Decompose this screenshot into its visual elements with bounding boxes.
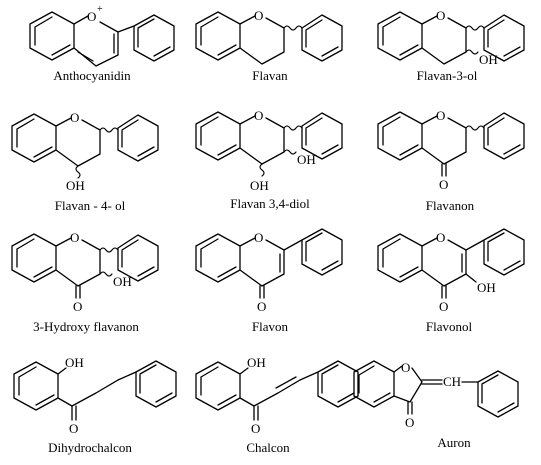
structure-flavanon: O O [377,108,525,192]
structure-3-hydroxy-flavanon: O OH O [11,230,159,314]
carbonyl-oxygen-label: O [439,299,448,314]
caption-flavan: Flavan [252,68,288,83]
hydroxyl-label-4: OH [250,178,269,193]
methine-label: CH [443,374,461,389]
carbonyl-oxygen-label: O [251,421,260,436]
hydroxyl-label: OH [65,355,84,370]
hydroxyl-label: OH [66,178,85,193]
caption-flavan-4-ol: Flavan - 4- ol [55,198,126,213]
structure-flavan-3-ol: O OH [377,8,525,67]
structure-flavon: O O [195,228,343,314]
oxygen-label: O [254,230,263,245]
caption-dihydrochalcon: Dihydrochalcon [48,440,132,455]
caption-flavan-3-4-diol: Flavan 3,4-diol [230,196,310,211]
caption-flavan-3-ol: Flavan-3-ol [417,68,478,83]
structure-flavonol: O OH O [377,228,525,314]
structure-chalcon: OH O [195,355,359,436]
caption-flavon: Flavon [252,319,289,334]
oxygen-label: O [87,9,96,24]
hydroxyl-label: OH [477,280,496,295]
carbonyl-oxygen-label: O [439,177,448,192]
oxygen-label: O [436,108,445,123]
structure-flavan-3-4-diol: O OH OH [195,108,343,193]
structure-flavan: O [195,8,343,65]
caption-auron: Auron [437,435,471,450]
caption-flavonol: Flavonol [426,319,473,334]
carbonyl-oxygen-label: O [69,421,78,436]
carbonyl-oxygen-label: O [257,299,266,314]
oxygen-label: O [254,108,263,123]
charge-label: + [97,4,103,15]
hydroxyl-label-3: OH [297,152,316,167]
oxygen-label: O [436,230,445,245]
hydroxyl-label: OH [113,274,132,289]
oxygen-label: O [401,360,410,375]
hydroxyl-label: OH [479,52,498,67]
oxygen-label: O [436,8,445,23]
oxygen-label: O [254,8,263,23]
caption-anthocyanidin: Anthocyanidin [53,68,131,83]
caption-chalcon: Chalcon [246,440,290,455]
carbonyl-oxygen-label: O [73,299,82,314]
structure-dihydrochalcon: OH O [13,355,177,436]
caption-3-hydroxy-flavanon: 3-Hydroxy flavanon [33,319,139,334]
structure-auron: O CH O [353,360,519,430]
hydroxyl-label: OH [247,355,266,370]
caption-flavanon: Flavanon [426,198,475,213]
structure-flavan-4-ol: O OH [11,110,159,193]
carbonyl-oxygen-label: O [405,415,414,430]
structure-anthocyanidin: O + [29,4,175,67]
oxygen-label: O [70,110,79,125]
oxygen-label: O [70,230,79,245]
